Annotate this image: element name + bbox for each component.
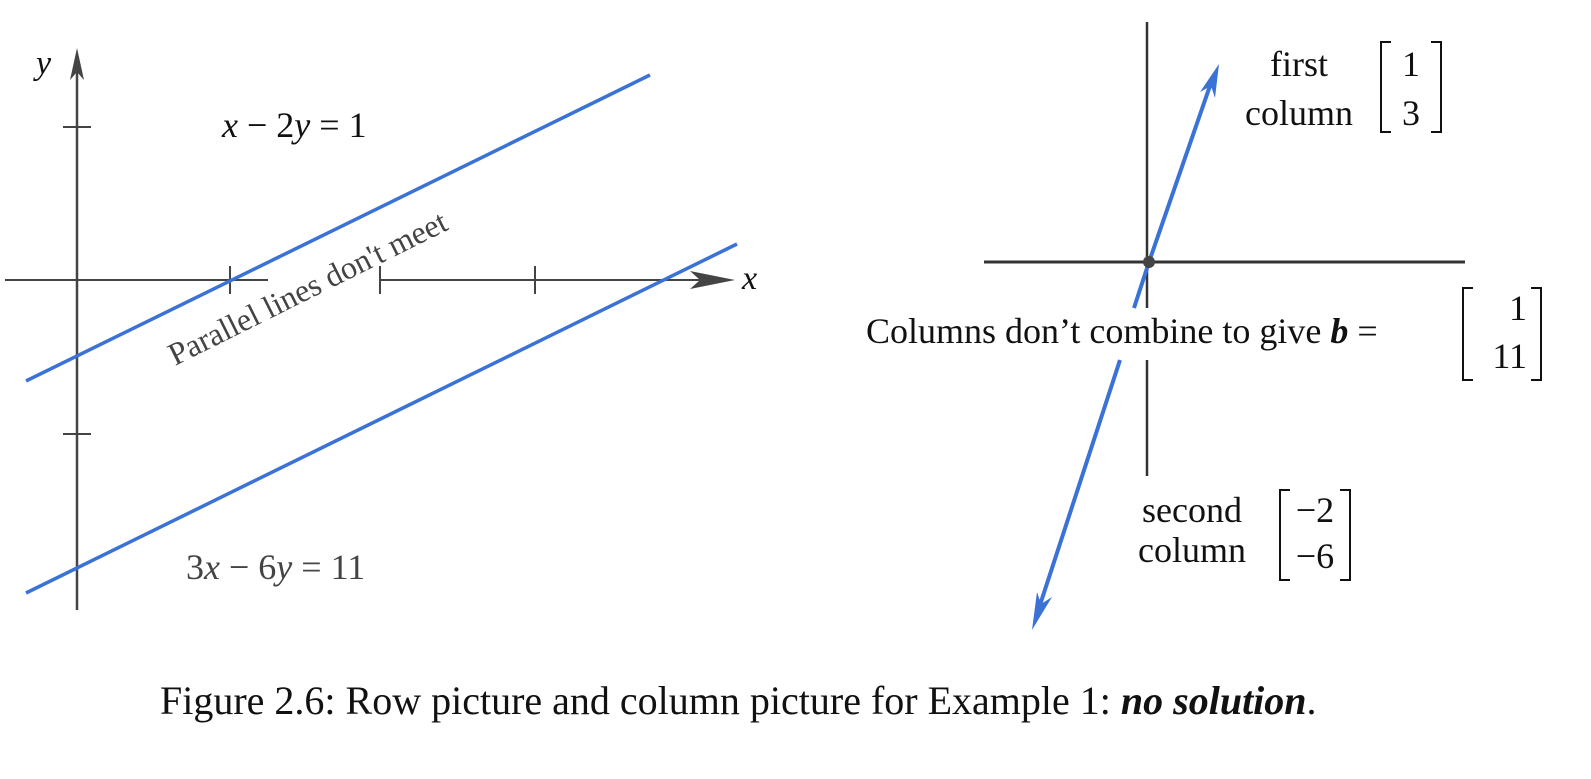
b-statement: Columns don’t combine to give b = bbox=[866, 311, 1378, 351]
origin-point bbox=[1143, 256, 1155, 268]
row-picture: y x x − 2y = 1 3x − 6y = 11 Parallel lin… bbox=[5, 45, 757, 610]
line-3x-minus-6y-eq-11 bbox=[25, 242, 738, 595]
equation-2: 3x − 6y = 11 bbox=[186, 547, 365, 587]
first-column-matrix: 1 3 bbox=[1380, 41, 1442, 133]
x-axis bbox=[5, 266, 735, 294]
y-axis-label: y bbox=[33, 45, 52, 82]
second-column-label-line2: column bbox=[1138, 530, 1246, 570]
b-top: 1 bbox=[1509, 288, 1527, 328]
second-column-arrowhead bbox=[1032, 592, 1052, 630]
x-axis-label: x bbox=[741, 260, 757, 297]
right-bracket bbox=[1340, 489, 1351, 581]
first-column-top: 1 bbox=[1402, 44, 1420, 84]
column-picture: first column 1 3 Columns don’t combine t… bbox=[866, 22, 1542, 630]
equation-1: x − 2y = 1 bbox=[221, 105, 367, 145]
right-bracket bbox=[1531, 287, 1542, 381]
line-x-minus-2y-eq-1 bbox=[25, 73, 651, 383]
y-axis bbox=[63, 48, 91, 610]
first-column-bottom: 3 bbox=[1402, 93, 1420, 133]
parallel-lines-annotation: Parallel lines don't meet bbox=[162, 203, 453, 372]
second-column-vector bbox=[1132, 261, 1151, 309]
right-bracket bbox=[1431, 41, 1442, 133]
second-column-top: −2 bbox=[1296, 490, 1334, 530]
first-column-arrowhead bbox=[1200, 64, 1219, 98]
second-column-matrix: −2 −6 bbox=[1279, 489, 1351, 581]
left-bracket bbox=[1380, 41, 1391, 133]
second-column-bottom: −6 bbox=[1296, 536, 1334, 576]
first-column-label-line2: column bbox=[1245, 93, 1353, 133]
first-column-vector bbox=[1147, 79, 1214, 263]
b-vector-matrix: 1 11 bbox=[1462, 287, 1542, 381]
second-column-label-line1: second bbox=[1142, 490, 1242, 530]
left-bracket bbox=[1462, 287, 1473, 381]
left-bracket bbox=[1279, 489, 1290, 581]
first-column-label-line1: first bbox=[1270, 44, 1328, 84]
b-bottom: 11 bbox=[1492, 336, 1527, 376]
second-column-vector-lower bbox=[1037, 359, 1122, 609]
figure-caption: Figure 2.6: Row picture and column pictu… bbox=[160, 678, 1317, 723]
